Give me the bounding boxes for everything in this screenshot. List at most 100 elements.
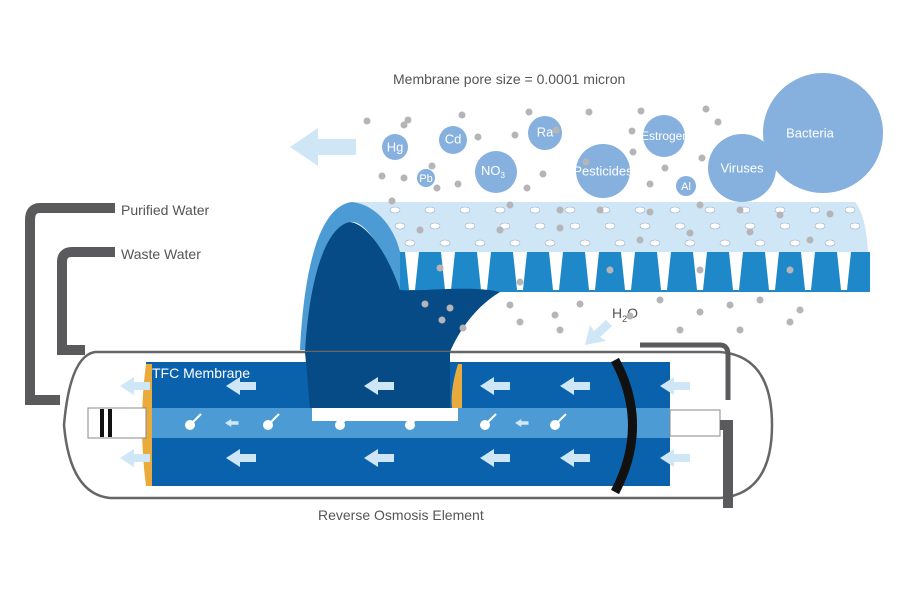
water-molecule	[458, 111, 466, 119]
membrane-hole	[754, 239, 766, 247]
permeate-tube	[312, 408, 458, 421]
contaminant-pesticides	[576, 144, 630, 198]
water-molecule	[421, 300, 429, 308]
water-molecule	[806, 236, 814, 244]
water-molecule	[629, 148, 637, 156]
label-hg: Hg	[387, 139, 404, 154]
water-molecule	[428, 162, 436, 170]
feed-pipe	[640, 342, 731, 400]
water-molecule	[736, 326, 744, 334]
water-molecule	[454, 180, 462, 188]
membrane-hole	[579, 239, 591, 247]
permeate-droplet	[335, 420, 345, 430]
membrane-pore	[801, 252, 815, 290]
membrane-hole	[814, 222, 826, 230]
flow-arrow	[364, 377, 394, 395]
membrane-hole	[789, 239, 801, 247]
water-molecule	[436, 264, 444, 272]
water-molecule	[525, 108, 533, 116]
membrane-hole	[844, 206, 856, 214]
membrane-hole	[464, 222, 476, 230]
water-molecule	[676, 326, 684, 334]
membrane-hole	[534, 222, 546, 230]
contaminant-hg	[382, 134, 408, 160]
product-fitting	[87, 407, 147, 439]
water-molecule	[556, 326, 564, 334]
flow-arrow	[226, 449, 256, 467]
flow-arrow	[560, 377, 590, 395]
water-molecule	[656, 296, 664, 304]
pore-size-title: Membrane pore size = 0.0001 micron	[393, 71, 625, 87]
membrane-hole	[529, 206, 541, 214]
water-molecule	[582, 158, 590, 166]
membrane-pore	[441, 252, 455, 290]
brine-seal	[611, 357, 637, 495]
membrane-pore	[765, 252, 779, 290]
water-molecule	[646, 208, 654, 216]
membrane-pore	[837, 252, 851, 290]
membrane-hole	[474, 239, 486, 247]
label-bacteria: Bacteria	[786, 125, 834, 140]
membrane-hole	[394, 222, 406, 230]
membrane-hole	[389, 206, 401, 214]
membrane-pore	[621, 252, 635, 290]
membrane-hole	[569, 222, 581, 230]
waste-water-label: Waste Water	[121, 246, 201, 262]
water-molecule	[702, 105, 710, 113]
water-molecule	[696, 308, 704, 316]
water-molecule	[539, 170, 547, 178]
permeate-droplet	[550, 420, 560, 430]
water-molecule	[511, 131, 519, 139]
flow-arrow	[480, 449, 510, 467]
contaminant-cd	[439, 126, 467, 154]
water-molecule	[596, 206, 604, 214]
water-molecule	[378, 172, 386, 180]
membrane-pore	[729, 252, 743, 290]
water-molecule	[796, 306, 804, 314]
membrane-pore	[657, 252, 671, 290]
tfc-membrane-label: TFC Membrane	[152, 365, 250, 381]
permeate-droplet-tail	[557, 413, 567, 423]
water-molecule	[726, 301, 734, 309]
membrane-hole	[439, 239, 451, 247]
contaminant-ra	[528, 116, 562, 150]
water-molecule	[400, 121, 408, 129]
o-ring	[108, 409, 112, 437]
water-molecule	[400, 174, 408, 182]
membrane-hole	[429, 222, 441, 230]
membrane-hole	[744, 222, 756, 230]
water-molecule	[516, 318, 524, 326]
water-molecule	[646, 180, 654, 188]
water-molecule	[363, 117, 371, 125]
membrane-hole	[684, 239, 696, 247]
membrane-hole	[704, 206, 716, 214]
water-molecule	[551, 311, 559, 319]
water-molecule	[576, 300, 584, 308]
waste-water-pipe	[57, 247, 115, 355]
water-molecule	[459, 324, 467, 332]
water-molecule	[606, 266, 614, 274]
purified-water-pipe	[25, 203, 115, 405]
water-molecule	[686, 229, 694, 237]
water-molecule	[776, 211, 784, 219]
label-viruses: Viruses	[720, 160, 764, 175]
contaminant-viruses	[708, 134, 776, 202]
water-molecule	[714, 118, 722, 126]
membrane-hole	[564, 206, 576, 214]
membrane-hole	[634, 206, 646, 214]
water-molecule	[433, 184, 441, 192]
contaminant-bacteria	[763, 73, 883, 193]
feed-fitting	[669, 409, 721, 437]
water-molecule	[523, 184, 531, 192]
seal-mid	[451, 364, 462, 408]
membrane-hole	[709, 222, 721, 230]
water-molecule	[404, 116, 412, 124]
permeate-droplet	[405, 420, 415, 430]
membrane-hole	[824, 239, 836, 247]
membrane-sheet	[300, 202, 870, 352]
permeate-droplet	[185, 420, 195, 430]
membrane-hole	[614, 239, 626, 247]
label-al: Al	[681, 181, 691, 193]
flow-arrow-large	[290, 128, 356, 166]
